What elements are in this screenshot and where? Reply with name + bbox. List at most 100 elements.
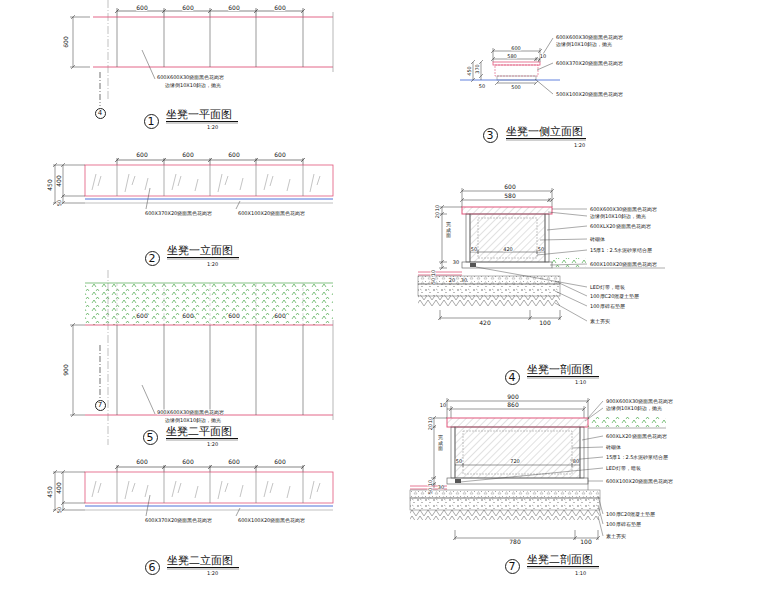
- scale-note: 1:20: [207, 262, 218, 267]
- dimension: 20: [449, 278, 455, 283]
- dimension: 30: [438, 485, 444, 490]
- material-callout: 100厚碎石垫层: [590, 304, 625, 309]
- section-view-two: [463, 431, 572, 474]
- dimension: 30: [461, 278, 467, 283]
- dimension: 600: [274, 5, 285, 11]
- dimension: 400: [56, 175, 62, 186]
- dimension: 10: [435, 205, 440, 211]
- elevation-note: 完成面: [438, 435, 443, 452]
- dimension: 10: [428, 417, 433, 423]
- dimension: 10: [540, 54, 546, 59]
- section-view-one: [470, 214, 545, 262]
- material-callout: 15厚1：2.5水泥砂浆结合层: [590, 248, 653, 253]
- view-number-text: 2: [149, 253, 156, 264]
- plan-view-one: [70, 15, 90, 69]
- material-callout: 100厚C20混凝土垫层: [606, 512, 655, 517]
- section-view-two: [527, 566, 599, 567]
- dimension: 450: [47, 486, 53, 497]
- view-number-text: 1: [148, 116, 155, 127]
- title-underline: [167, 259, 239, 260]
- view-title: 坐凳一剖面图: [527, 364, 593, 375]
- section-view-one: [476, 209, 587, 321]
- section-view-two: [453, 530, 600, 540]
- dimension: 370: [475, 64, 480, 74]
- dimension: 50: [456, 459, 462, 464]
- section-view-two: [445, 398, 590, 418]
- side-elevation: [495, 65, 538, 76]
- material-callout: 600X600X30烧面黑色花岗岩: [590, 207, 657, 212]
- dimension: 600: [182, 152, 193, 158]
- plan-view-two: [70, 323, 85, 417]
- section-view-one: [462, 207, 552, 214]
- material-callout: 边缘倒10X10斜边，抛光: [165, 418, 221, 423]
- view-title: 坐凳一平面图: [166, 109, 232, 120]
- view-number-text: 3: [487, 130, 494, 141]
- section-mark: 4: [95, 108, 106, 119]
- section-view-one: [418, 276, 560, 284]
- section-view-one: [470, 263, 476, 267]
- scale-note: 1:20: [207, 442, 218, 447]
- dimension: 50: [57, 507, 62, 513]
- section-view-two: [455, 479, 461, 483]
- view-number-text: 6: [149, 562, 156, 573]
- plan-view-one: [142, 50, 155, 79]
- dimension: 50: [471, 247, 477, 252]
- scale-note: 1:20: [207, 571, 218, 576]
- section-view-one: [462, 262, 552, 268]
- title-underline: [167, 569, 239, 570]
- dimension: 20: [428, 424, 433, 430]
- dimension: 900: [507, 394, 518, 400]
- dimension: 450: [47, 179, 53, 190]
- side-elevation: [471, 60, 538, 85]
- section-view-one: [527, 378, 599, 379]
- plan-view-one: [117, 17, 303, 67]
- dimension: 80: [573, 459, 579, 464]
- side-elevation: [460, 38, 586, 140]
- scale-note: 1:20: [207, 125, 218, 130]
- plan-view-one: [108, 0, 109, 100]
- dimension: 600: [182, 313, 193, 319]
- material-callout: 500X100X20烧面黑色花岗岩: [556, 92, 623, 97]
- material-callout: 素土夯实: [590, 319, 610, 324]
- plan-view-one: [70, 0, 333, 123]
- dimension: 100: [539, 320, 550, 326]
- title-underline: [167, 567, 239, 568]
- plan-view-one: [100, 72, 101, 106]
- view-number: 2: [145, 251, 160, 266]
- dimension: 30: [453, 260, 459, 265]
- dimension: 420: [503, 247, 513, 252]
- section-view-one: [439, 205, 462, 270]
- material-callout: LED灯带，暗装: [590, 285, 625, 290]
- side-elevation: [493, 62, 540, 65]
- section-view-one: [466, 214, 470, 262]
- dimension: 600: [274, 313, 285, 319]
- section-view-two: [451, 427, 455, 478]
- material-callout: 600X100X20烧面黑色花岗岩: [606, 479, 673, 484]
- section-view-two: [447, 418, 588, 427]
- dimension: 100: [580, 539, 591, 545]
- side-elevation: [506, 138, 586, 139]
- section-view-one: [527, 376, 599, 377]
- material-callout: 600X370X20烧面黑色花岗岩: [145, 211, 212, 216]
- dimension: 780: [509, 539, 520, 545]
- dimension: 50: [479, 84, 485, 89]
- dimension: 600: [228, 459, 239, 465]
- dimension: 600: [228, 313, 239, 319]
- view-number-text: 7: [509, 561, 516, 572]
- view-number-text: 4: [98, 110, 102, 117]
- material-callout: 边缘倒10X10斜边，抛光: [165, 83, 221, 88]
- plan-view-two: [70, 270, 333, 445]
- side-elevation: [460, 80, 560, 81]
- section-mark: 7: [95, 400, 106, 411]
- dimension: 50: [428, 488, 433, 494]
- material-callout: 边缘倒10X10斜边，抛光: [590, 214, 646, 219]
- section-view-one: [418, 188, 665, 378]
- dimension: 600: [504, 184, 515, 190]
- dimension: 450: [467, 66, 472, 76]
- plan-view-two: [100, 345, 101, 398]
- section-view-two: [410, 510, 600, 520]
- view-title: 坐凳二平面图: [166, 426, 232, 437]
- plan-view-two: [142, 385, 155, 414]
- section-view-two: [410, 490, 600, 498]
